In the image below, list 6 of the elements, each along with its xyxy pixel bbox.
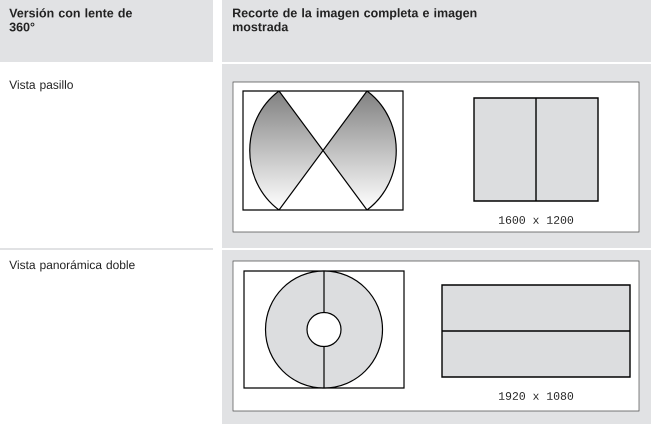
- resolution-label: 1600 x 1200: [499, 216, 574, 224]
- row-label: Vista panorámica doble: [9, 260, 135, 272]
- resolution-label: 1920 x 1080: [499, 392, 574, 400]
- row-label: Vista pasillo: [9, 80, 73, 92]
- header-cell: Versión con lente de 360°: [0, 0, 213, 62]
- header-cell: Recorte de la imagen completa e imagen mostrada: [222, 0, 651, 62]
